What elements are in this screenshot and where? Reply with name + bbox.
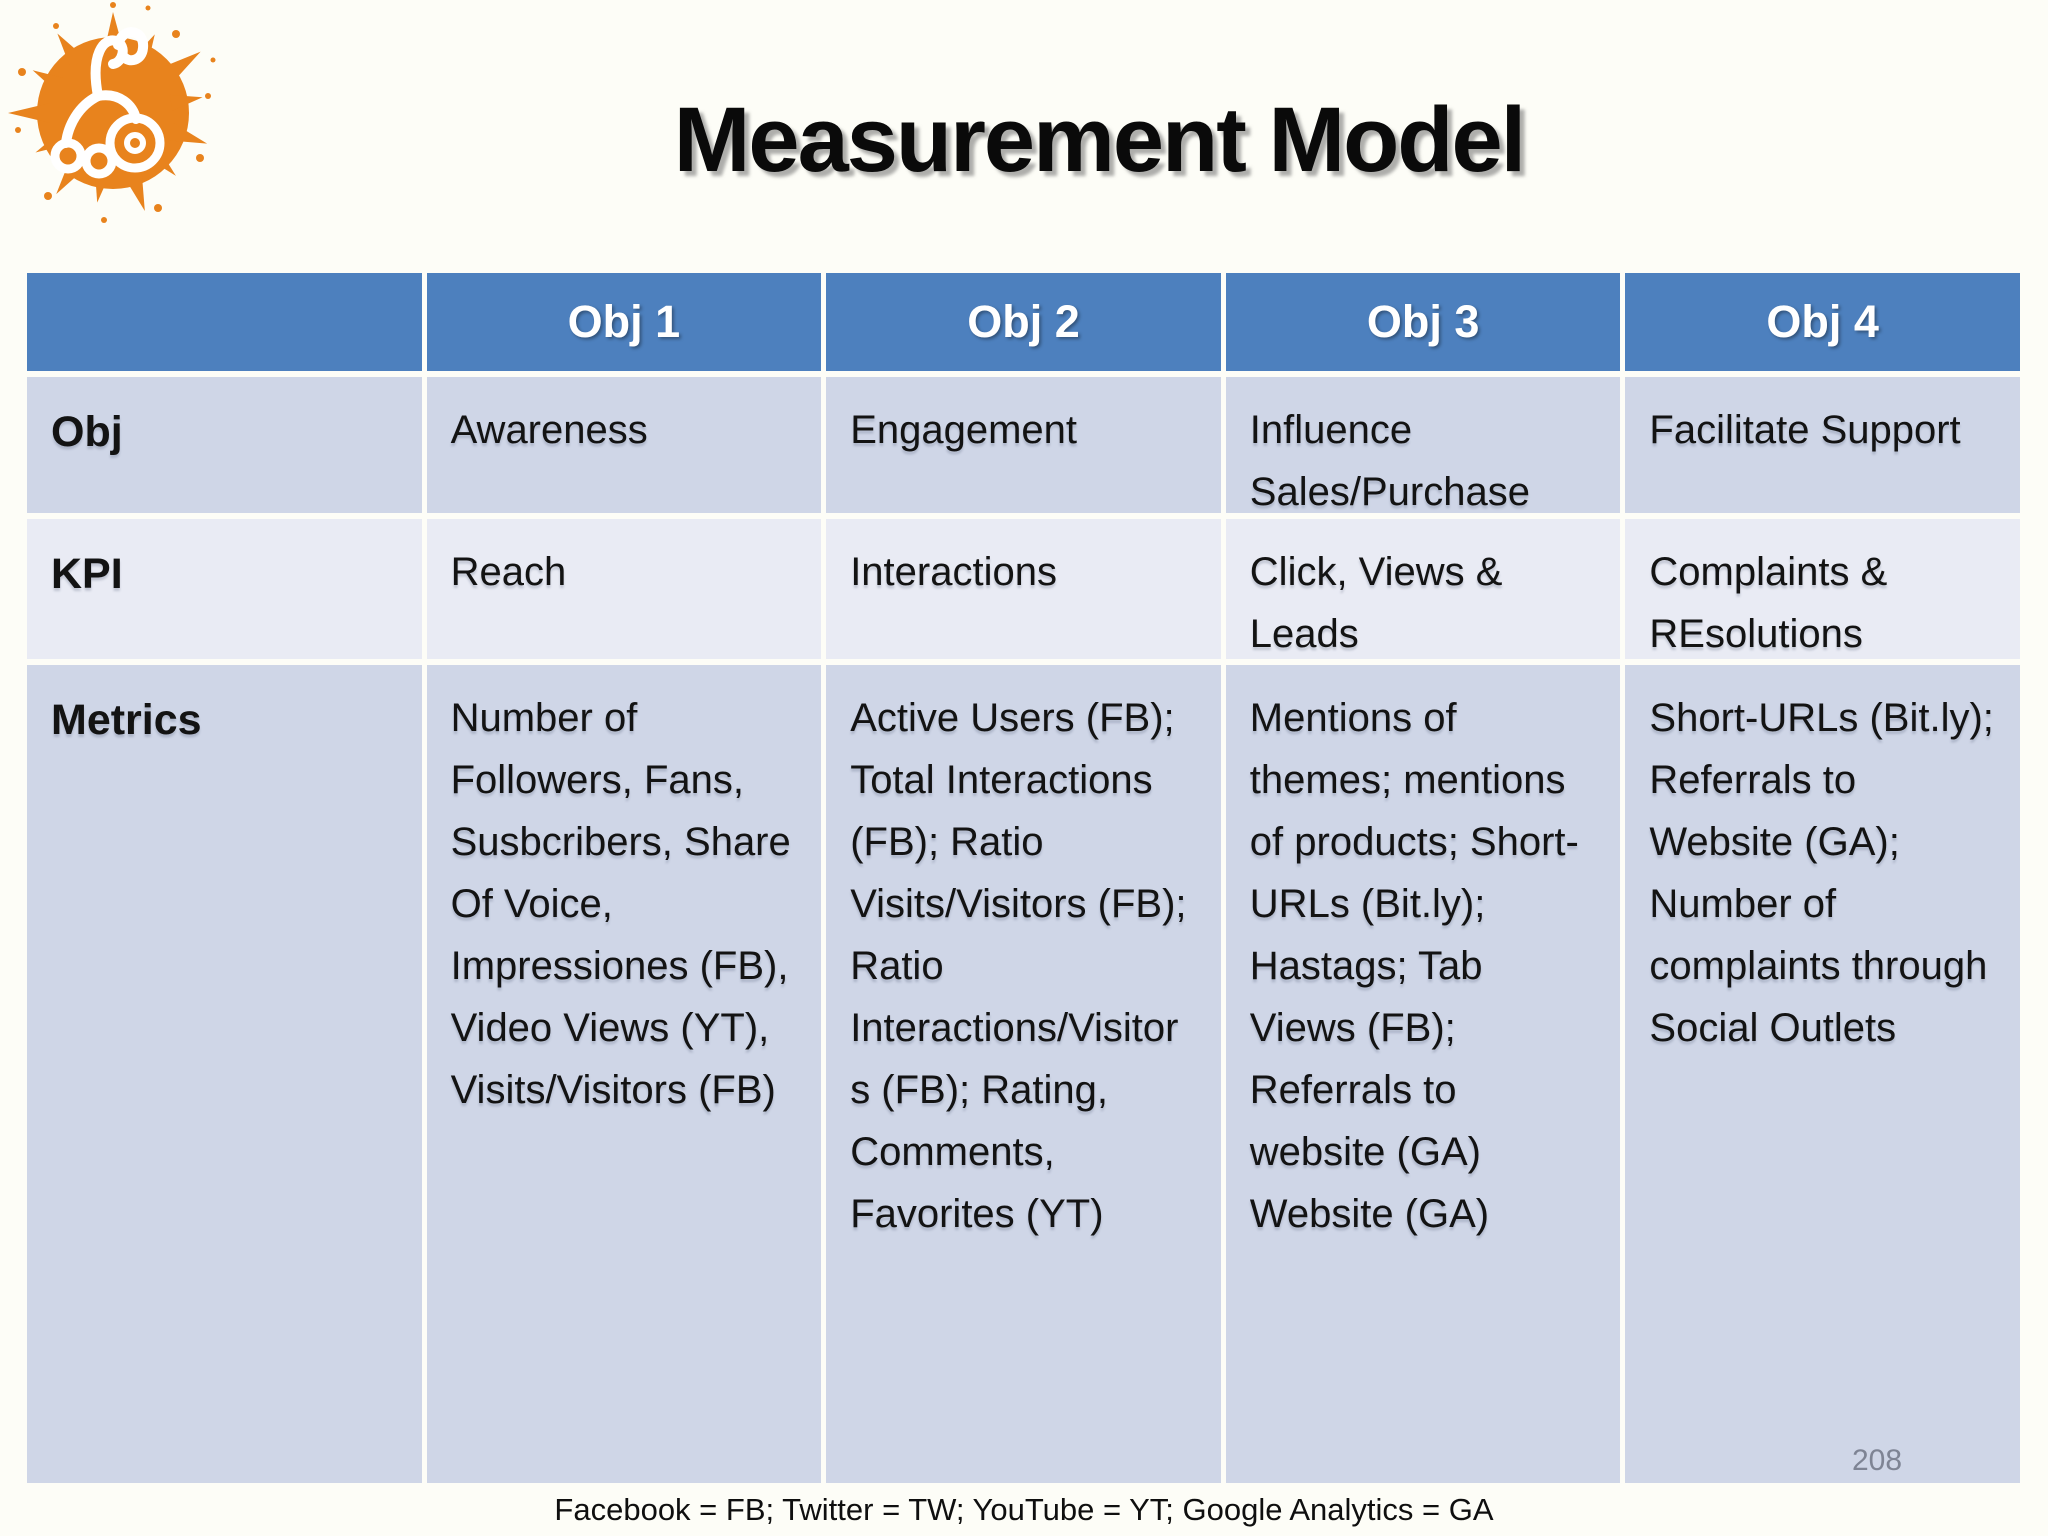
cell-kpi-clicks-views-leads: Click, Views & Leads (1225, 519, 1621, 659)
cell-obj-facilitate-support: Facilitate Support (1625, 377, 2020, 513)
table-corner-cell (27, 273, 422, 371)
cell-metrics-obj3: Mentions of themes; mentions of products… (1225, 665, 1621, 1483)
cell-kpi-interactions: Interactions (826, 519, 1221, 659)
row-label-metrics: Metrics (27, 665, 422, 1483)
row-label-obj: Obj (27, 377, 422, 513)
cell-metrics-obj2: Active Users (FB); Total Interactions (F… (826, 665, 1221, 1483)
header-cell-obj3: Obj 3 (1225, 273, 1621, 371)
slide-title: Measurement Model (673, 89, 1526, 191)
footnote-abbreviations: Facebook = FB; Twitter = TW; YouTube = Y… (554, 1492, 1494, 1527)
cell-metrics-obj4: Short-URLs (Bit.ly); Referrals to Websit… (1625, 665, 2020, 1483)
measurement-model-table: Obj 1 Obj 2 Obj 3 Obj 4 Obj Awareness En… (27, 273, 2020, 1483)
row-label-kpi: KPI (27, 519, 422, 659)
cell-obj-influence-sales: Influence Sales/Purchase (1225, 377, 1621, 513)
header-cell-obj1: Obj 1 (426, 273, 822, 371)
orange-splat-logo-icon (8, 2, 216, 223)
cell-kpi-reach: Reach (426, 519, 822, 659)
cell-obj-awareness: Awareness (426, 377, 822, 513)
cell-metrics-obj1: Number of Followers, Fans, Susbcribers, … (426, 665, 822, 1483)
cell-kpi-complaints-resolutions: Complaints & REsolutions (1625, 519, 2020, 659)
page-number: 208 (1852, 1444, 1903, 1477)
cell-obj-engagement: Engagement (826, 377, 1221, 513)
header-cell-obj4: Obj 4 (1625, 273, 2020, 371)
header-cell-obj2: Obj 2 (826, 273, 1221, 371)
